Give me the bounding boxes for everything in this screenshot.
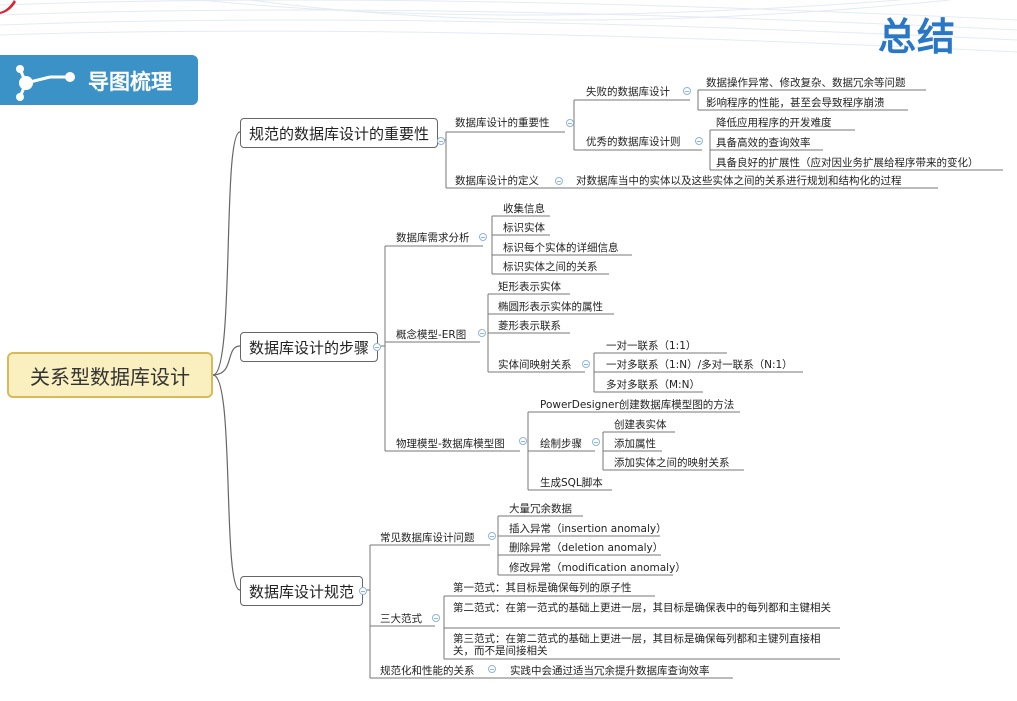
collapse-circle-icon[interactable] [437, 137, 445, 145]
leaf-nf-3: 第三范式：在第二范式的基础上更进一层，其目标是确保每列都和主键列直接相关，而不是… [453, 633, 821, 657]
node-entity-mapping[interactable]: 实体间映射关系 [498, 359, 572, 371]
leaf-failed-2: 影响程序的性能，甚至会导致程序崩溃 [706, 97, 885, 109]
collapse-circle-icon[interactable] [478, 329, 486, 337]
leaf-powerdesigner: PowerDesigner创建数据库模型图的方法 [540, 399, 735, 411]
leaf-failed-1: 数据操作异常、修改复杂、数据冗余等问题 [706, 77, 906, 89]
leaf-draw-1: 创建表实体 [614, 419, 667, 431]
collapse-circle-icon[interactable] [695, 137, 703, 145]
leaf-er-2: 椭圆形表示实体的属性 [498, 301, 603, 313]
node-failed-design[interactable]: 失败的数据库设计 [586, 86, 670, 98]
leaf-er-1: 矩形表示实体 [498, 281, 561, 293]
leaf-issue-1: 大量冗余数据 [509, 503, 572, 515]
leaf-issue-3: 删除异常（deletion anomaly） [509, 542, 664, 554]
mindmap-badge: 导图梳理 [0, 55, 198, 105]
leaf-mapping-1: 一对一联系（1:1） [606, 340, 697, 352]
node-importance[interactable]: 数据库设计的重要性 [455, 117, 550, 129]
leaf-issue-2: 插入异常（insertion anomaly） [509, 523, 667, 535]
collapse-circle-icon[interactable] [519, 437, 527, 445]
leaf-definition-text: 对数据库当中的实体以及这些实体之间的关系进行规划和结构化的过程 [576, 175, 902, 187]
leaf-mapping-3: 多对多联系（M:N） [606, 379, 700, 391]
leaf-good-2: 具备高效的查询效率 [716, 137, 811, 149]
page-title: 总结 [878, 15, 957, 59]
leaf-performance-text: 实践中会通过适当冗余提升数据库查询效率 [510, 665, 710, 677]
collapse-circle-icon[interactable] [488, 665, 496, 673]
node-physical-model[interactable]: 物理模型-数据库模型图 [396, 438, 505, 450]
branch-db-design-importance[interactable]: 规范的数据库设计的重要性 [240, 118, 439, 148]
collapse-circle-icon[interactable] [373, 343, 381, 351]
collapse-circle-icon[interactable] [683, 87, 691, 95]
collapse-circle-icon[interactable] [432, 614, 440, 622]
leaf-good-3: 具备良好的扩展性（应对因业务扩展给程序带来的变化） [716, 157, 979, 169]
collapse-circle-icon[interactable] [592, 438, 600, 446]
node-drawing-steps[interactable]: 绘制步骤 [540, 438, 582, 450]
leaf-req-2: 标识实体 [503, 222, 545, 234]
leaf-draw-3: 添加实体之间的映射关系 [614, 457, 730, 469]
network-nodes-icon [16, 65, 75, 101]
leaf-mapping-2: 一对多联系（1:N）/多对一联系（N:1） [606, 359, 793, 371]
collapse-circle-icon[interactable] [566, 119, 574, 127]
node-definition[interactable]: 数据库设计的定义 [455, 175, 539, 187]
collapse-circle-icon[interactable] [479, 233, 487, 241]
leaf-issue-4: 修改异常（modification anomaly） [509, 562, 686, 574]
badge-label: 导图梳理 [88, 70, 172, 94]
node-normal-forms[interactable]: 三大范式 [380, 613, 422, 625]
collapse-circle-icon[interactable] [582, 360, 590, 368]
leaf-generate-sql: 生成SQL脚本 [540, 477, 603, 489]
node-common-issues[interactable]: 常见数据库设计问题 [380, 532, 475, 544]
branch-db-design-norms[interactable]: 数据库设计规范 [240, 576, 364, 606]
leaf-draw-2: 添加属性 [614, 438, 656, 450]
node-normalization-performance[interactable]: 规范化和性能的关系 [380, 665, 475, 677]
leaf-req-4: 标识实体之间的关系 [503, 261, 598, 273]
collapse-circle-icon[interactable] [359, 587, 367, 595]
collapse-circle-icon[interactable] [555, 177, 563, 185]
leaf-er-3: 菱形表示联系 [498, 320, 561, 332]
leaf-good-1: 降低应用程序的开发难度 [716, 117, 832, 129]
leaf-req-3: 标识每个实体的详细信息 [503, 242, 619, 254]
red-swoosh-icon [0, 0, 16, 14]
node-requirement-analysis[interactable]: 数据库需求分析 [396, 232, 470, 244]
collapse-circle-icon[interactable] [488, 532, 496, 540]
mindmap-root-node[interactable]: 关系型数据库设计 [7, 352, 213, 398]
leaf-req-1: 收集信息 [503, 203, 545, 215]
leaf-nf-2: 第二范式：在第一范式的基础上更进一层，其目标是确保表中的每列都和主键相关 [453, 602, 831, 614]
leaf-nf-1: 第一范式：其目标是确保每列的原子性 [453, 582, 632, 594]
branch-db-design-steps[interactable]: 数据库设计的步骤 [240, 332, 379, 362]
node-good-design[interactable]: 优秀的数据库设计则 [586, 136, 681, 148]
node-er-model[interactable]: 概念模型-ER图 [396, 329, 467, 341]
